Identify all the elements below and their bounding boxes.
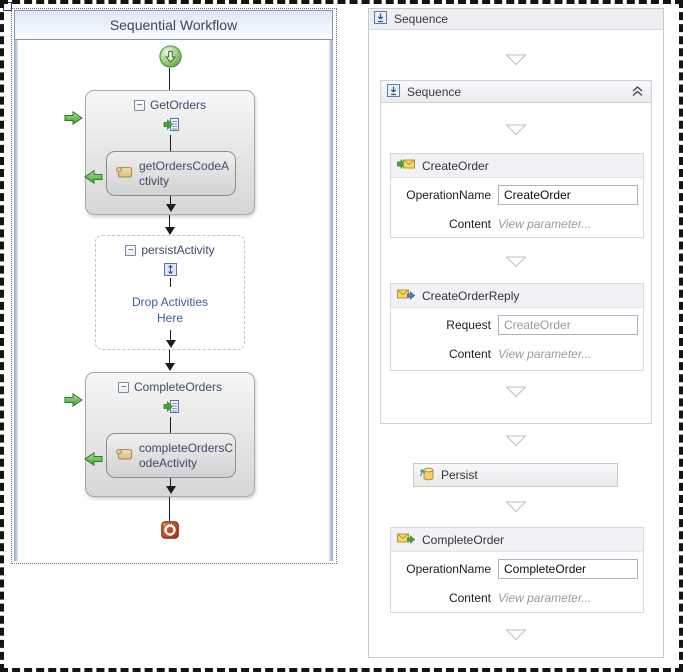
selection-handle[interactable] xyxy=(3,2,12,11)
connector-line xyxy=(169,68,170,90)
drop-target-triangle[interactable] xyxy=(505,256,527,271)
drop-target-triangle[interactable] xyxy=(505,386,527,401)
connector-line xyxy=(170,478,171,486)
activity-completeorders[interactable]: − CompleteOrders completeOrdersCodeActiv… xyxy=(85,372,255,497)
branch-right-arrow-icon xyxy=(64,392,83,411)
activity-getorders-title: − GetOrders xyxy=(86,98,254,112)
scroll-icon xyxy=(115,447,133,464)
content-row: Content View parameter... xyxy=(391,587,643,608)
root-sequence-header[interactable]: Sequence xyxy=(368,8,664,30)
activity-createorder[interactable]: CreateOrder OperationName Content View p… xyxy=(390,153,644,238)
operationname-row: OperationName xyxy=(391,184,643,205)
activity-persistactivity-title: − persistActivity xyxy=(96,243,244,257)
completeorder-title: CompleteOrder xyxy=(422,532,505,547)
end-icon[interactable] xyxy=(161,521,179,542)
connector-arrowhead xyxy=(166,340,176,348)
createorderreply-header[interactable]: CreateOrderReply xyxy=(391,284,643,308)
connector-arrowhead xyxy=(166,204,176,212)
content-row: Content View parameter... xyxy=(391,213,643,234)
content-label: Content xyxy=(448,216,491,231)
branch-left-arrow-icon xyxy=(84,169,103,188)
view-parameter-link[interactable]: View parameter... xyxy=(498,590,592,605)
activity-completeorderscodeactivity[interactable]: completeOrdersCodeActivity xyxy=(106,433,236,478)
connector-arrowhead xyxy=(165,227,175,235)
root-sequence-title: Sequence xyxy=(394,12,449,26)
collapse-minus-icon[interactable]: − xyxy=(133,99,145,111)
sequence-icon xyxy=(387,83,400,100)
request-input[interactable] xyxy=(498,314,638,335)
start-icon[interactable] xyxy=(159,45,182,71)
drop-activities-hint: Drop Activities Here xyxy=(131,295,209,325)
selection-outline xyxy=(11,8,337,564)
sequence-icon xyxy=(374,11,387,27)
canvas-right-border xyxy=(329,10,333,561)
connector-line xyxy=(170,278,171,287)
workflow-title: Sequential Workflow xyxy=(109,17,238,33)
receive-envelope-icon xyxy=(397,158,415,173)
view-parameter-link[interactable]: View parameter... xyxy=(498,346,592,361)
connector-line xyxy=(170,196,171,204)
activity-persist[interactable]: Persist xyxy=(413,463,618,487)
branch-left-arrow-icon xyxy=(84,451,103,470)
scroll-icon xyxy=(115,165,133,182)
drop-target-triangle[interactable] xyxy=(505,629,527,644)
sendreply-envelope-icon xyxy=(397,288,416,303)
activity-persistactivity[interactable]: − persistActivity Drop Activities Here xyxy=(95,235,245,350)
operationname-label: OperationName xyxy=(406,187,491,202)
content-label: Content xyxy=(448,590,491,605)
persist-database-icon xyxy=(419,466,435,485)
request-row: Request xyxy=(391,314,643,335)
branch-right-arrow-icon xyxy=(64,110,83,129)
view-parameter-link[interactable]: View parameter... xyxy=(498,216,592,231)
activity-createorderreply[interactable]: CreateOrderReply Request Content View pa… xyxy=(390,283,644,371)
collapse-minus-icon[interactable]: − xyxy=(125,244,137,256)
connector-line xyxy=(169,350,170,363)
request-label: Request xyxy=(446,317,491,332)
persist-small-icon xyxy=(164,263,177,279)
activity-getorderscodeactivity[interactable]: getOrdersCodeActivity xyxy=(106,151,236,196)
drop-target-triangle[interactable] xyxy=(505,501,527,516)
canvas-left-border xyxy=(14,10,18,561)
completeorder-header[interactable]: CompleteOrder xyxy=(391,528,643,552)
workflow-title-bar[interactable]: Sequential Workflow xyxy=(14,10,333,40)
connector-arrowhead xyxy=(166,486,176,494)
operationname-input[interactable] xyxy=(498,558,638,579)
collapse-chevron-icon[interactable] xyxy=(631,86,644,100)
createorder-title: CreateOrder xyxy=(422,158,489,173)
drop-target-triangle[interactable] xyxy=(505,435,527,450)
receive-document-icon xyxy=(163,399,180,417)
createorderreply-title: CreateOrderReply xyxy=(422,288,520,303)
connector-line xyxy=(170,135,171,151)
connector-line xyxy=(169,497,170,521)
persist-title: Persist xyxy=(441,468,478,482)
operationname-label: OperationName xyxy=(406,561,491,576)
inner-sequence-header[interactable]: Sequence xyxy=(380,80,652,103)
operationname-row: OperationName xyxy=(391,558,643,579)
receive-document-icon xyxy=(163,117,180,135)
connector-arrowhead xyxy=(165,363,175,371)
connector-line xyxy=(169,215,170,227)
content-label: Content xyxy=(448,346,491,361)
activity-completeorders-title: − CompleteOrders xyxy=(86,380,254,394)
connector-line xyxy=(170,330,171,340)
activity-completeorder[interactable]: CompleteOrder OperationName Content View… xyxy=(390,527,644,613)
drop-target-triangle[interactable] xyxy=(505,124,527,139)
inner-sequence-title: Sequence xyxy=(407,84,462,99)
drop-target-triangle[interactable] xyxy=(505,54,527,69)
send-envelope-icon xyxy=(397,532,416,547)
createorder-header[interactable]: CreateOrder xyxy=(391,154,643,178)
operationname-input[interactable] xyxy=(498,184,638,205)
activity-getorders[interactable]: − GetOrders getOrdersCodeActivity xyxy=(85,90,255,215)
content-row: Content View parameter... xyxy=(391,343,643,364)
connector-line xyxy=(170,417,171,433)
collapse-minus-icon[interactable]: − xyxy=(117,381,129,393)
